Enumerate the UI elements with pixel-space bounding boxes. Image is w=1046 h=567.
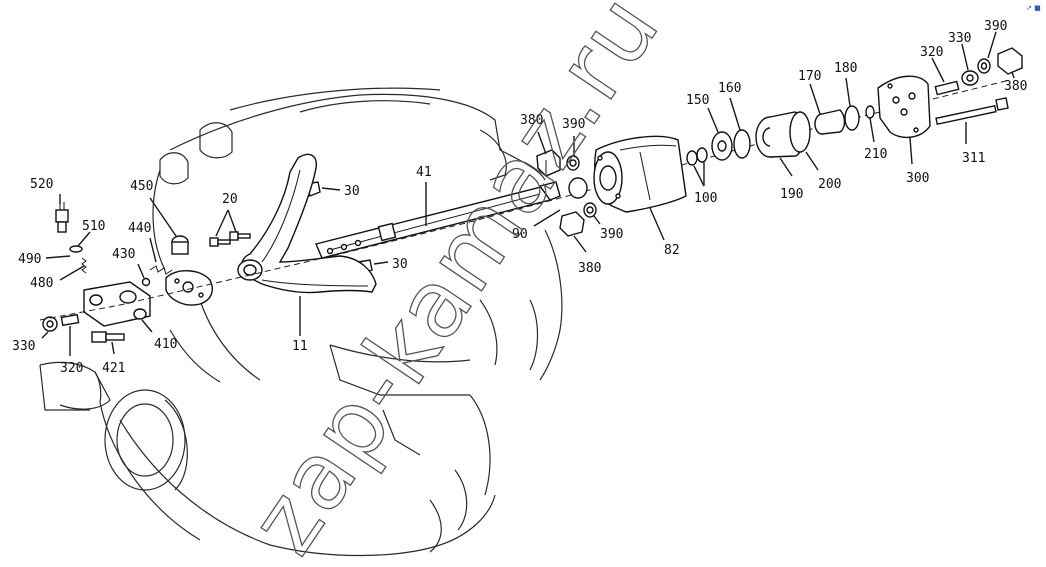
fitting-380-right bbox=[997, 47, 1023, 75]
label-200: 200 bbox=[818, 177, 841, 192]
label-421: 421 bbox=[102, 361, 125, 376]
label-320-left: 320 bbox=[60, 361, 83, 376]
plug-450 bbox=[171, 235, 189, 255]
label-330-right: 330 bbox=[948, 31, 971, 46]
bolt-20-a bbox=[209, 237, 231, 247]
label-320-right: 320 bbox=[920, 45, 943, 60]
label-410: 410 bbox=[154, 337, 177, 352]
label-510: 510 bbox=[82, 219, 105, 234]
label-30-upper: 30 bbox=[344, 184, 360, 199]
label-170: 170 bbox=[798, 69, 821, 84]
ball-430 bbox=[141, 277, 151, 287]
cover-plate-300 bbox=[877, 75, 931, 139]
label-450: 450 bbox=[130, 179, 153, 194]
label-210: 210 bbox=[864, 147, 887, 162]
leader-lines bbox=[41, 31, 1015, 356]
label-180: 180 bbox=[834, 61, 857, 76]
stud-320-right bbox=[934, 80, 960, 96]
label-41: 41 bbox=[416, 165, 432, 180]
nut-330-left bbox=[42, 316, 58, 332]
label-380-upper: 380 bbox=[520, 113, 543, 128]
label-150: 150 bbox=[686, 93, 709, 108]
bolt-421 bbox=[91, 331, 125, 343]
label-11: 11 bbox=[292, 339, 308, 354]
cylinder-body-82 bbox=[593, 135, 687, 213]
seal-ring-510 bbox=[69, 245, 83, 253]
label-20: 20 bbox=[222, 192, 238, 207]
o-rings-100 bbox=[686, 147, 708, 166]
label-380-right: 380 bbox=[1004, 79, 1027, 94]
o-ring-90 bbox=[568, 177, 588, 199]
label-330-left: 330 bbox=[12, 339, 35, 354]
piston-150 bbox=[711, 131, 733, 161]
bolt-20-b bbox=[229, 231, 251, 241]
label-390-lower: 390 bbox=[600, 227, 623, 242]
washer-390-right bbox=[977, 58, 991, 74]
fitting-380-upper bbox=[536, 149, 561, 177]
label-100: 100 bbox=[694, 191, 717, 206]
label-520: 520 bbox=[30, 177, 53, 192]
label-440: 440 bbox=[128, 221, 151, 236]
label-480: 480 bbox=[30, 276, 53, 291]
label-490: 490 bbox=[18, 252, 41, 267]
washer-390-lower bbox=[583, 202, 597, 218]
label-190: 190 bbox=[780, 187, 803, 202]
gearbox-housing bbox=[39, 87, 563, 557]
part-labels: 520 510 490 480 450 440 430 410 330 320 … bbox=[12, 19, 1027, 376]
nut-330-right bbox=[961, 70, 979, 86]
ring-160 bbox=[733, 129, 751, 159]
ring-210 bbox=[865, 105, 875, 119]
bolt-311 bbox=[935, 97, 1009, 126]
label-390-right: 390 bbox=[984, 19, 1007, 34]
ring-180 bbox=[844, 105, 860, 131]
label-380-lower: 380 bbox=[578, 261, 601, 276]
label-160: 160 bbox=[718, 81, 741, 96]
shift-rod-41 bbox=[315, 181, 561, 259]
washer-390-upper bbox=[566, 155, 580, 171]
gasket-plate bbox=[165, 270, 213, 306]
shift-fork-11 bbox=[237, 153, 377, 294]
spring-480 bbox=[81, 257, 87, 274]
label-390-upper: 390 bbox=[562, 117, 585, 132]
label-30-lower: 30 bbox=[392, 257, 408, 272]
spring-440 bbox=[149, 265, 173, 275]
body-410 bbox=[83, 281, 151, 327]
sleeve-170 bbox=[814, 109, 846, 135]
label-82: 82 bbox=[664, 243, 680, 258]
corner-mark: ↗ ■ bbox=[1026, 4, 1041, 12]
label-90: 90 bbox=[512, 227, 528, 242]
label-430: 430 bbox=[112, 247, 135, 262]
fitting-380-lower bbox=[559, 211, 585, 237]
label-311: 311 bbox=[962, 151, 985, 166]
switch-520 bbox=[55, 202, 69, 233]
stud-320-left bbox=[60, 313, 80, 327]
ring-200 bbox=[789, 111, 811, 153]
label-300: 300 bbox=[906, 171, 929, 186]
